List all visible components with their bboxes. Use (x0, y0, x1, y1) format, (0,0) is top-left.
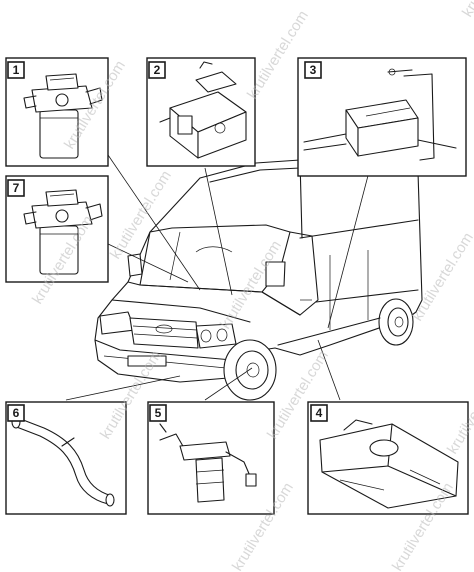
panel-2-valve-unit (146, 57, 256, 167)
callout-number: 5 (155, 406, 162, 420)
panel-7-fuel-filter (5, 175, 109, 283)
callout-badge-4: 4 (310, 404, 328, 422)
callout-badge-5: 5 (149, 404, 167, 422)
callout-number: 4 (316, 406, 323, 420)
callout-number: 6 (13, 406, 20, 420)
callout-badge-3: 3 (304, 61, 322, 79)
leader-lines (65, 151, 371, 401)
callout-badge-7: 7 (7, 179, 25, 197)
callout-number: 7 (13, 181, 20, 195)
panel-3-fuel-heater (297, 57, 467, 177)
panel-5-fuel-sender (147, 401, 275, 515)
callout-number: 1 (13, 63, 20, 77)
van-illustration (94, 159, 423, 401)
callout-badge-1: 1 (7, 61, 25, 79)
callout-number: 2 (154, 63, 161, 77)
callout-badge-2: 2 (148, 61, 166, 79)
panel-6-filler-pipe (5, 401, 127, 515)
callout-badge-6: 6 (7, 404, 25, 422)
callout-number: 3 (310, 63, 317, 77)
panel-4-fuel-tank (307, 401, 469, 515)
watermark-text: krutilvertel.com (459, 0, 474, 20)
